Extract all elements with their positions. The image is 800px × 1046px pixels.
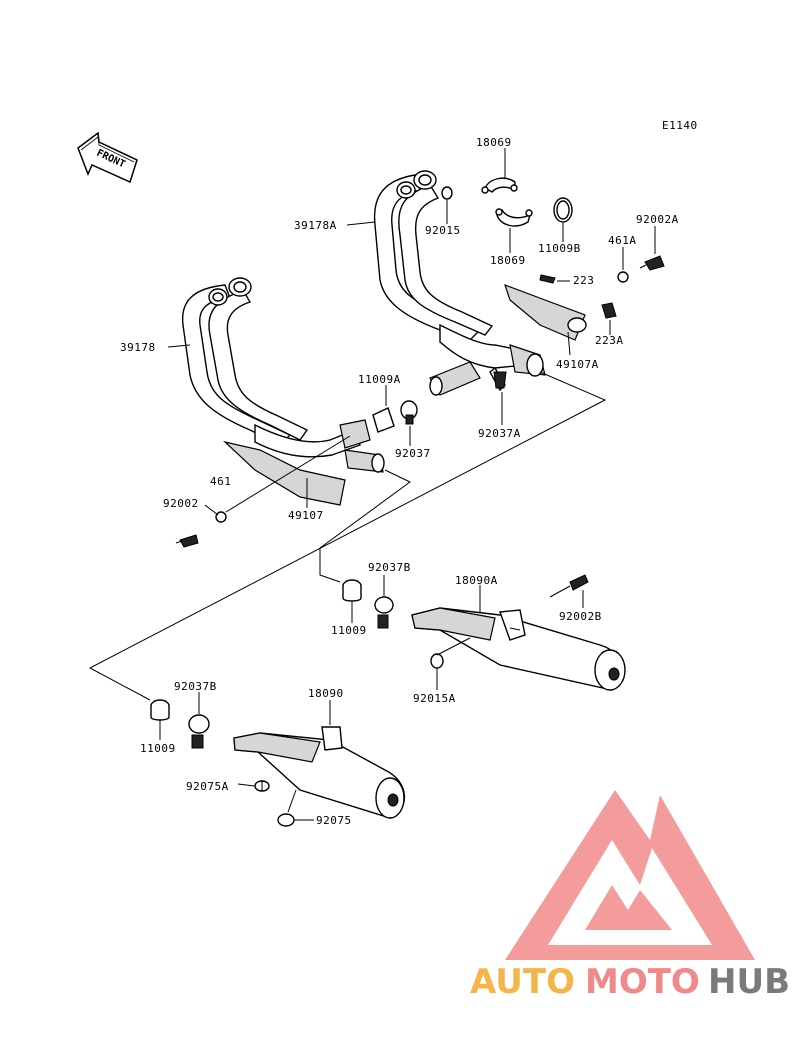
label-18069-bottom: 18069 bbox=[490, 254, 526, 267]
wordmark-hub: HUB bbox=[708, 962, 790, 1002]
label-92015A: 92015A bbox=[413, 692, 456, 705]
label-92002: 92002 bbox=[163, 497, 199, 510]
nut-461 bbox=[215, 511, 227, 523]
clamp-18069-bottom bbox=[495, 208, 533, 227]
wordmark-auto: AUTO bbox=[470, 962, 575, 1002]
label-92037B-top: 92037B bbox=[368, 561, 411, 574]
label-461: 461 bbox=[210, 475, 231, 488]
gasket-11009-top bbox=[342, 579, 362, 602]
automotohub-logo bbox=[505, 790, 755, 960]
clamp-18069-top bbox=[481, 177, 518, 194]
gasket-11009A bbox=[372, 407, 395, 433]
nut-461A bbox=[617, 271, 629, 283]
label-92015: 92015 bbox=[425, 224, 461, 237]
nut-92015A bbox=[430, 653, 444, 669]
label-18090A: 18090A bbox=[455, 574, 498, 587]
automotohub-wordmark: AUTO MOTO HUB bbox=[470, 962, 790, 1002]
label-92002B: 92002B bbox=[559, 610, 602, 623]
damper-92075 bbox=[277, 813, 295, 827]
label-92037A: 92037A bbox=[478, 427, 521, 440]
muffler-18090 bbox=[233, 726, 406, 819]
label-92037: 92037 bbox=[395, 447, 431, 460]
label-11009-top: 11009 bbox=[331, 624, 367, 637]
clamp-92037B-top bbox=[374, 596, 394, 629]
label-223A: 223A bbox=[595, 334, 624, 347]
clamp-92037 bbox=[400, 400, 418, 425]
wordmark-moto: MOTO bbox=[585, 962, 700, 1002]
label-39178: 39178 bbox=[120, 341, 156, 354]
front-arrow-icon: FRONT bbox=[77, 131, 138, 184]
bolt-92002B bbox=[549, 574, 589, 598]
bolt-92002 bbox=[175, 534, 199, 548]
label-92002A: 92002A bbox=[636, 213, 679, 226]
bolt-92002A bbox=[639, 255, 665, 271]
bolt-223 bbox=[539, 274, 556, 284]
header-pipe-39178A bbox=[373, 170, 587, 396]
header-pipe-39178 bbox=[181, 277, 385, 506]
nut-92015 bbox=[441, 186, 453, 200]
diagram-code: E1140 bbox=[662, 119, 698, 132]
bolt-223A bbox=[601, 302, 617, 319]
label-18069-top: 18069 bbox=[476, 136, 512, 149]
label-11009A: 11009A bbox=[358, 373, 401, 386]
part-labels: 18069 18069 92015 39178A 11009B 92002A 4… bbox=[120, 136, 679, 827]
clamp-92037B-bottom bbox=[188, 714, 210, 749]
label-11009B: 11009B bbox=[538, 242, 581, 255]
label-223: 223 bbox=[573, 274, 594, 287]
label-49107A: 49107A bbox=[556, 358, 599, 371]
label-11009-bottom: 11009 bbox=[140, 742, 176, 755]
leader-lines bbox=[88, 148, 656, 821]
label-92075A: 92075A bbox=[186, 780, 229, 793]
label-49107: 49107 bbox=[288, 509, 324, 522]
clamp-92037A bbox=[493, 371, 507, 389]
label-92037B-bottom: 92037B bbox=[174, 680, 217, 693]
gasket-11009-bottom bbox=[150, 699, 170, 721]
label-18090: 18090 bbox=[308, 687, 344, 700]
label-92075: 92075 bbox=[316, 814, 352, 827]
gasket-11009B bbox=[553, 197, 573, 223]
muffler-18090A bbox=[411, 607, 626, 691]
label-461A: 461A bbox=[608, 234, 637, 247]
label-39178A: 39178A bbox=[294, 219, 337, 232]
